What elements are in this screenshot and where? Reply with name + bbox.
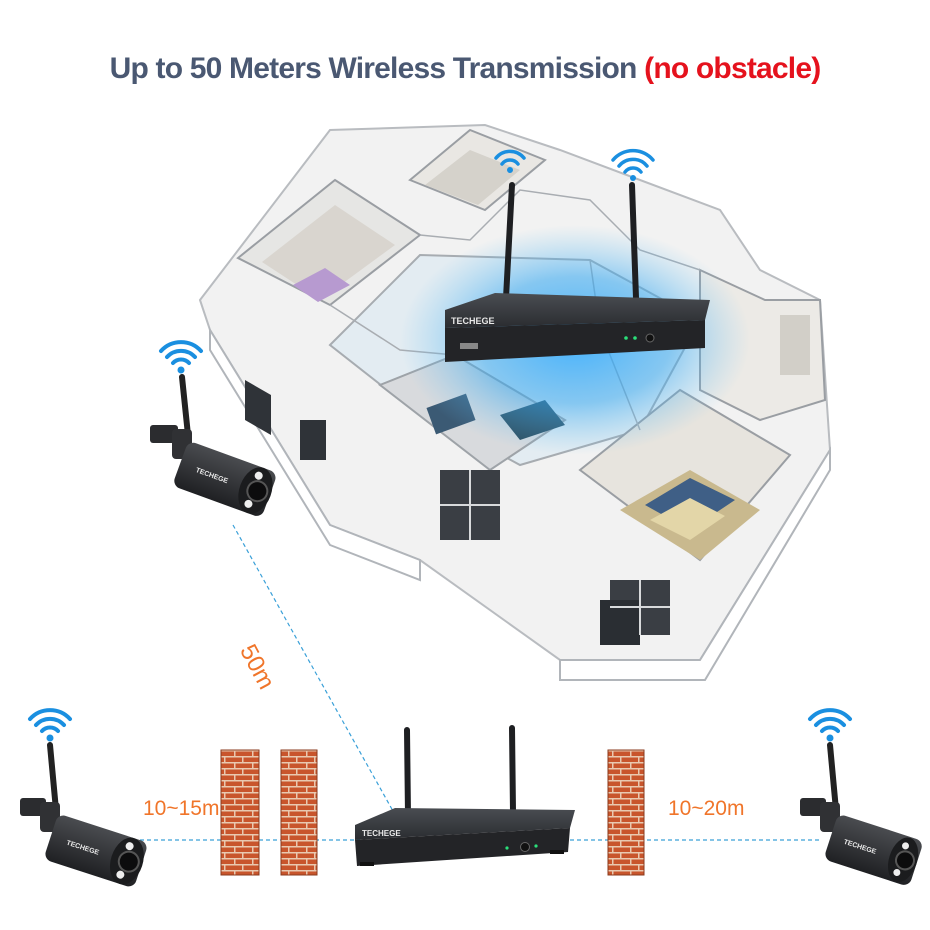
- bullet-camera-right: TECHEGE: [800, 742, 922, 885]
- bullet-camera-top: TECHEGE: [150, 374, 276, 516]
- link-lines: [140, 524, 820, 841]
- nvr-brand: TECHEGE: [362, 829, 401, 838]
- nvr-recorder: TECHEGE: [355, 725, 575, 866]
- bullet-camera-left: TECHEGE: [20, 742, 147, 887]
- headline-note: (no obstacle): [644, 52, 821, 85]
- brick-wall: [607, 749, 645, 876]
- headline-main: Up to 50 Meters Wireless Transmission: [109, 52, 638, 85]
- brick-wall: [280, 749, 318, 876]
- page-title: Up to 50 Meters Wireless Transmission (n…: [0, 52, 930, 86]
- wifi-icon: [494, 149, 526, 173]
- wifi-icon: [159, 340, 203, 374]
- wifi-icon: [611, 148, 655, 181]
- brick-wall: [220, 749, 260, 876]
- nvr-brand-house: TECHEGE: [451, 316, 495, 326]
- distance-label-left: 10~15m: [143, 797, 220, 820]
- nvr-recorder-house: TECHEGE: [445, 182, 710, 362]
- wifi-icon: [28, 708, 72, 742]
- distance-label-right: 10~20m: [668, 797, 745, 820]
- wifi-icon: [808, 708, 852, 742]
